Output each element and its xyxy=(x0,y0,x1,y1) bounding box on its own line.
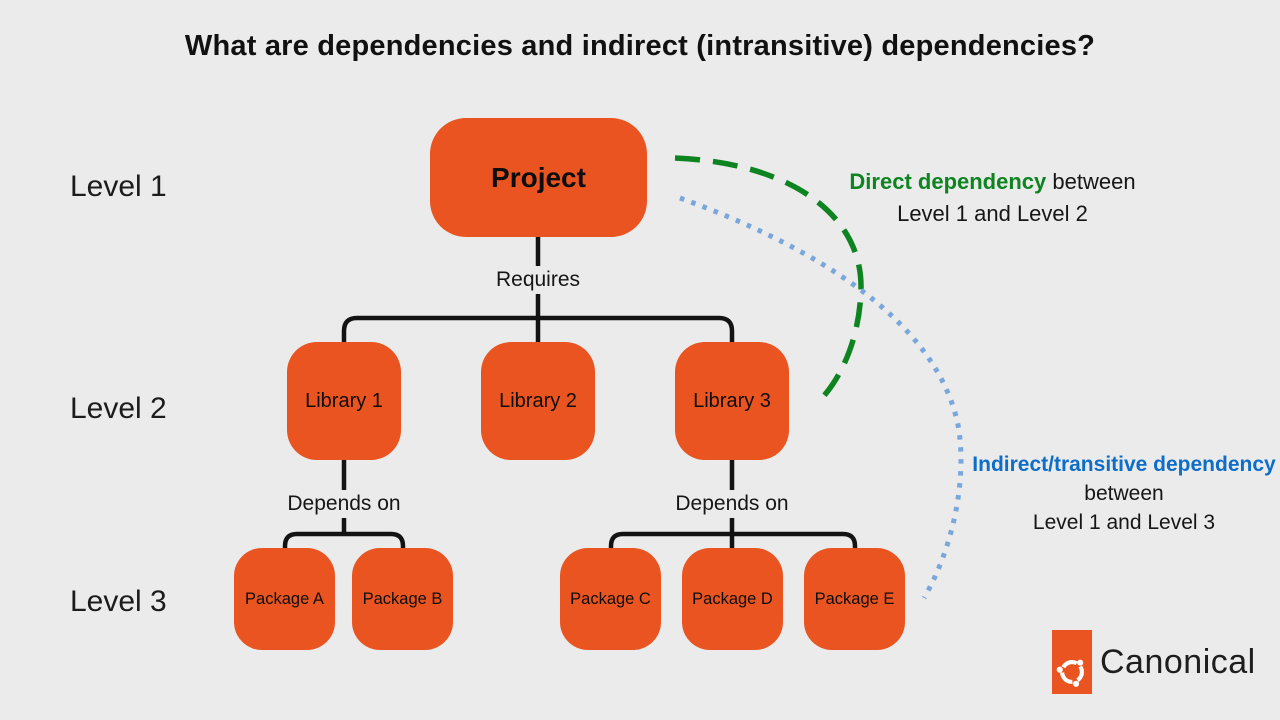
depends-on-right-edge-label: Depends on xyxy=(662,490,802,518)
page-title: What are dependencies and indirect (intr… xyxy=(184,30,1096,62)
indirect-dependency-annotation: Indirect/transitive dependency between L… xyxy=(968,450,1280,537)
level-3-label: Level 3 xyxy=(70,585,167,618)
indirect-dependency-emphasis: Indirect/transitive dependency xyxy=(972,453,1276,476)
node-library-3: Library 3 xyxy=(675,342,789,460)
depends-right-bar xyxy=(608,531,858,549)
node-package-c: Package C xyxy=(560,548,661,650)
node-project: Project xyxy=(430,118,647,237)
direct-dependency-curve xyxy=(674,155,864,407)
depends-left-bar xyxy=(282,531,406,549)
node-package-b: Package B xyxy=(352,548,453,650)
requires-edge-label: Requires xyxy=(468,266,608,294)
indirect-dependency-curve xyxy=(679,195,964,600)
node-package-a: Package A xyxy=(234,548,335,650)
canonical-wordmark: Canonical xyxy=(1100,643,1256,681)
direct-dependency-line1: Direct dependency between xyxy=(825,166,1160,198)
ubuntu-logo-tile xyxy=(1052,630,1092,694)
node-package-d: Package D xyxy=(682,548,783,650)
direct-dependency-line2: Level 1 and Level 2 xyxy=(897,201,1088,226)
canonical-branding: Canonical xyxy=(1052,630,1256,694)
indirect-dependency-line3: Level 1 and Level 3 xyxy=(1032,511,1216,534)
direct-dependency-suffix: between xyxy=(1046,169,1136,194)
node-package-e: Package E xyxy=(804,548,905,650)
level-1-label: Level 1 xyxy=(70,170,167,203)
level-2-label: Level 2 xyxy=(70,392,167,425)
ubuntu-circle-of-friends-icon xyxy=(1056,659,1084,687)
requires-connector-bar xyxy=(341,315,735,342)
node-library-2: Library 2 xyxy=(481,342,595,460)
direct-dependency-annotation: Direct dependency between Level 1 and Le… xyxy=(825,166,1160,230)
node-library-1: Library 1 xyxy=(287,342,401,460)
depends-on-left-edge-label: Depends on xyxy=(274,490,414,518)
direct-dependency-emphasis: Direct dependency xyxy=(849,169,1047,194)
indirect-dependency-line2: between xyxy=(1084,482,1164,505)
